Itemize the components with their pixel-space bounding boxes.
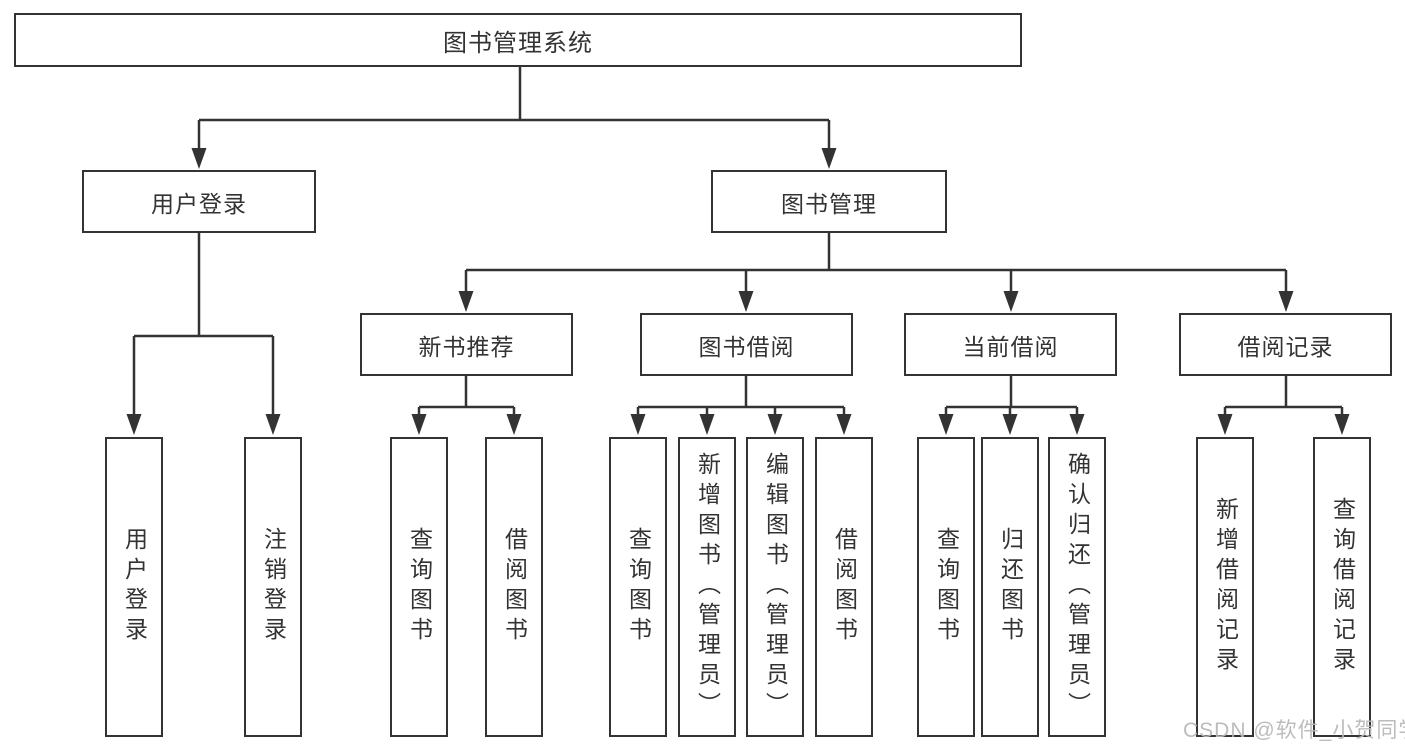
leaf-query-books-recommend: 查询图书 <box>390 437 448 737</box>
leaf-query-books-borrowing: 查询图书 <box>609 437 667 737</box>
leaf-add-borrow-record-label: 新增借阅记录 <box>1212 497 1239 677</box>
node-borrowing-records: 借阅记录 <box>1179 313 1392 376</box>
leaf-confirm-return-admin-label: 确认归还（管理员） <box>1064 452 1091 722</box>
connector-borrowing-records-split <box>1223 376 1344 414</box>
leaf-borrow-books-borrowing: 借阅图书 <box>815 437 873 737</box>
leaf-logout-label: 注销登录 <box>260 527 287 647</box>
node-current-borrowing: 当前借阅 <box>904 313 1117 376</box>
node-book-management: 图书管理 <box>711 170 947 233</box>
connector-current-borrowing-split <box>944 376 1079 414</box>
leaf-query-borrow-record: 查询借阅记录 <box>1313 437 1371 737</box>
node-new-book-recommendation: 新书推荐 <box>360 313 573 376</box>
connector-new-book-split <box>417 376 516 414</box>
leaf-edit-books-admin-label: 编辑图书（管理员） <box>762 452 789 722</box>
leaf-add-borrow-record: 新增借阅记录 <box>1196 437 1254 737</box>
node-book-management-system: 图书管理系统 <box>14 13 1022 67</box>
leaf-query-books-current: 查询图书 <box>917 437 975 737</box>
leaf-query-borrow-record-label: 查询借阅记录 <box>1329 497 1356 677</box>
leaf-borrow-books-borrowing-label: 借阅图书 <box>831 527 858 647</box>
leaf-confirm-return-admin: 确认归还（管理员） <box>1048 437 1106 737</box>
leaf-return-books: 归还图书 <box>981 437 1039 737</box>
leaf-return-books-label: 归还图书 <box>997 527 1024 647</box>
leaf-logout: 注销登录 <box>244 437 302 737</box>
leaf-edit-books-admin: 编辑图书（管理员） <box>746 437 804 737</box>
leaf-query-books-borrowing-label: 查询图书 <box>625 527 652 647</box>
node-book-borrowing: 图书借阅 <box>640 313 853 376</box>
connector-user-login-branch <box>132 233 275 414</box>
connector-book-management-branch <box>464 233 1288 291</box>
leaf-borrow-books-recommend-label: 借阅图书 <box>501 527 528 647</box>
leaf-add-books-admin: 新增图书（管理员） <box>678 437 736 737</box>
leaf-user-login-label: 用户登录 <box>121 527 148 647</box>
node-user-login: 用户登录 <box>82 170 316 233</box>
leaf-user-login: 用户登录 <box>105 437 163 737</box>
leaf-borrow-books-recommend: 借阅图书 <box>485 437 543 737</box>
csdn-watermark: CSDN @软件_小贺同学 <box>1183 719 1405 742</box>
leaf-add-books-admin-label: 新增图书（管理员） <box>694 452 721 722</box>
leaf-query-books-recommend-label: 查询图书 <box>406 527 433 647</box>
leaf-query-books-current-label: 查询图书 <box>933 527 960 647</box>
connector-root-to-level2 <box>197 67 831 148</box>
connector-book-borrowing-split <box>636 376 846 414</box>
